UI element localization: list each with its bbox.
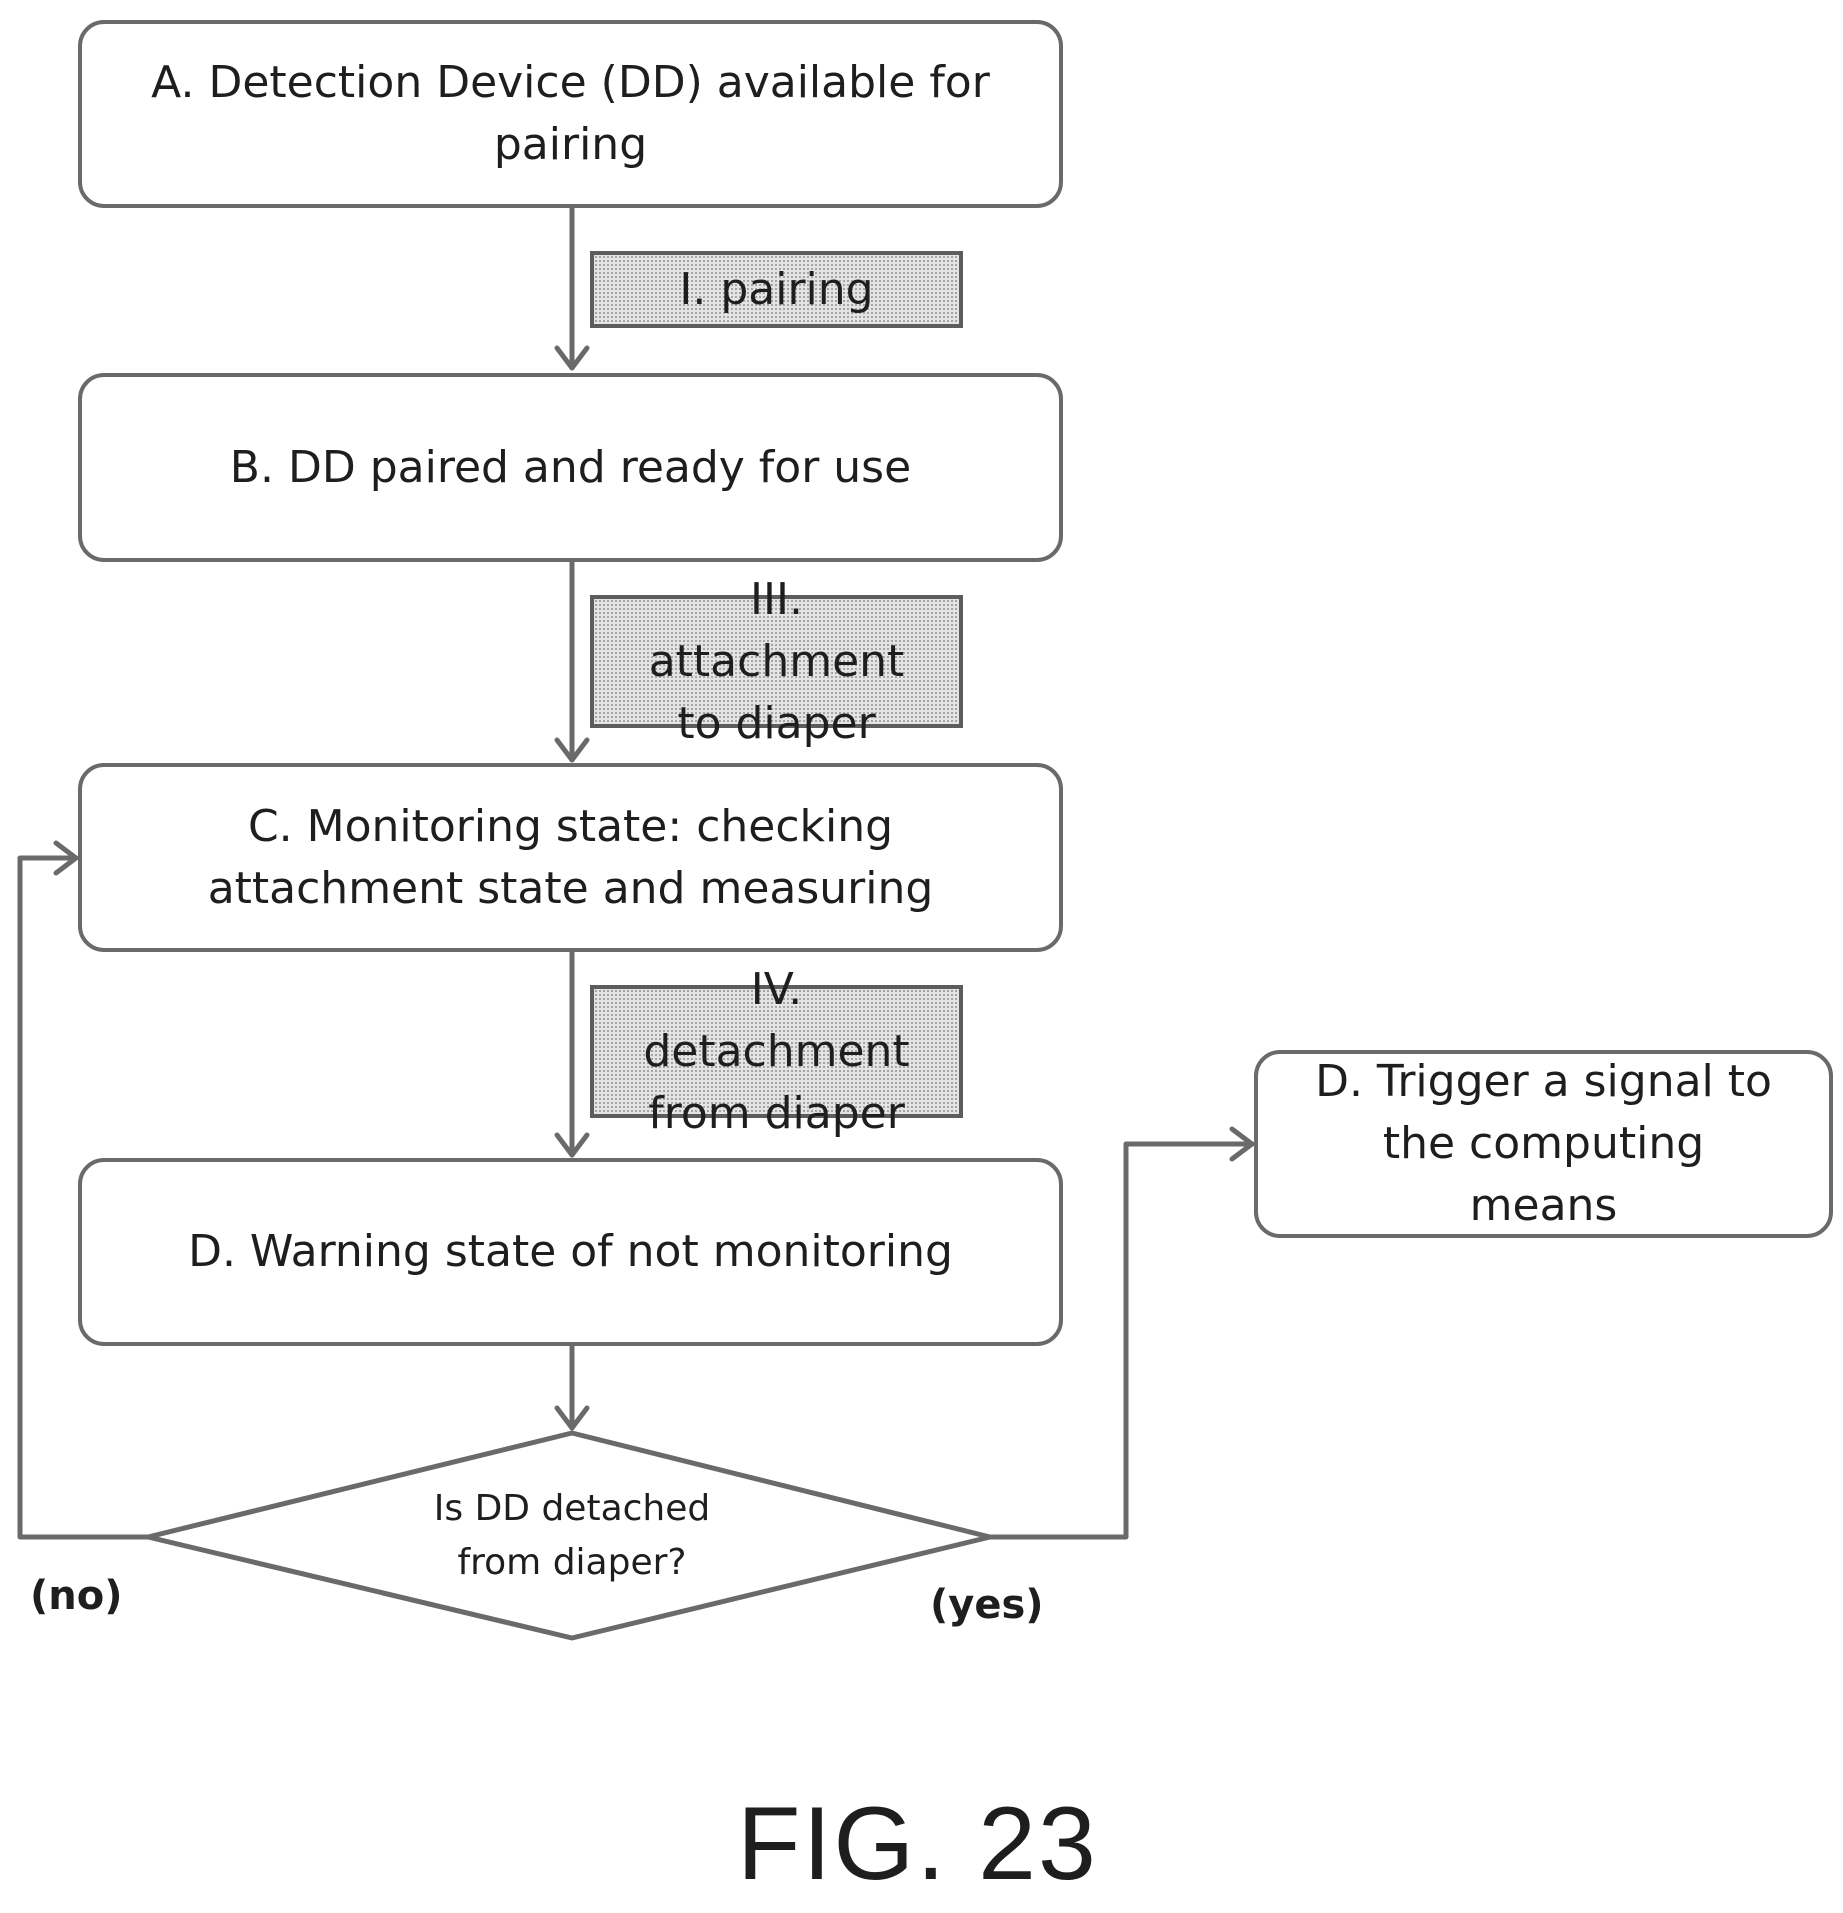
state-c-monitoring: C. Monitoring state: checking attachment… <box>78 763 1063 952</box>
state-d-trigger-text: D. Trigger a signal to the computing mea… <box>1308 1051 1779 1237</box>
transition-pairing-label: I. pairing <box>590 251 963 328</box>
transition-detachment-label: IV. detachment from diaper <box>590 985 963 1118</box>
transition-detachment-text: IV. detachment from diaper <box>634 959 919 1145</box>
state-a-available-for-pairing: A. Detection Device (DD) available for p… <box>78 20 1063 208</box>
state-d-warning: D. Warning state of not monitoring <box>78 1158 1063 1346</box>
state-c-text: C. Monitoring state: checking attachment… <box>122 796 1019 920</box>
branch-yes-label: (yes) <box>930 1582 1044 1628</box>
decision-question: Is DD detached from diaper? <box>412 1482 732 1590</box>
state-a-text: A. Detection Device (DD) available for p… <box>122 52 1019 176</box>
transition-attachment-text: III. attachment to diaper <box>634 569 919 755</box>
branch-no-label: (no) <box>30 1573 123 1619</box>
state-d-warning-text: D. Warning state of not monitoring <box>188 1221 953 1283</box>
state-d-trigger-signal: D. Trigger a signal to the computing mea… <box>1254 1050 1833 1238</box>
figure-label: FIG. 23 <box>737 1785 1098 1904</box>
transition-attachment-label: III. attachment to diaper <box>590 595 963 728</box>
state-b-text: B. DD paired and ready for use <box>230 437 911 499</box>
transition-pairing-text: I. pairing <box>679 259 873 321</box>
state-b-paired-ready: B. DD paired and ready for use <box>78 373 1063 562</box>
